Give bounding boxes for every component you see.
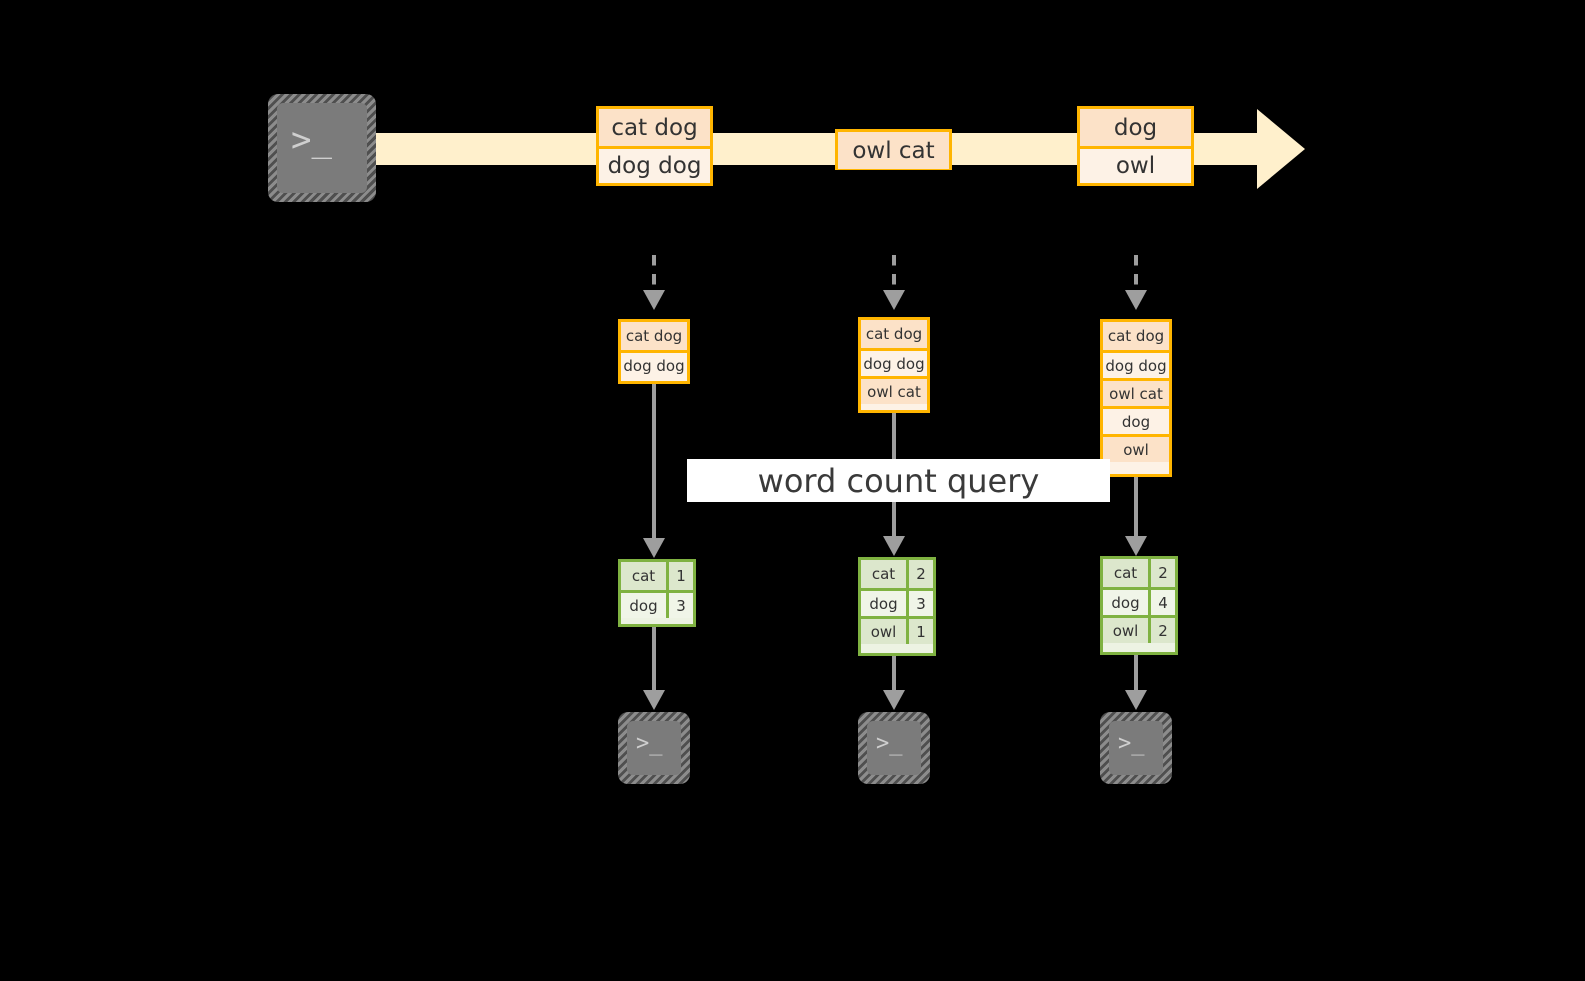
stream-arrowhead	[1257, 109, 1305, 189]
sink-connector-arrowhead-t3	[1125, 690, 1147, 710]
accumulated-row: owl cat	[1103, 378, 1169, 406]
accumulated-table-t3[interactable]: cat dog dog dog owl cat dog owl	[1100, 319, 1172, 477]
accumulated-row: owl cat	[861, 376, 927, 404]
sink-connector-t2	[892, 656, 896, 693]
sink-connector-t1	[652, 627, 656, 693]
source-terminal-icon[interactable]: >_	[268, 94, 376, 202]
stream-record-line: owl	[1080, 146, 1191, 183]
count-word: dog	[861, 591, 906, 616]
count-row: owl 1	[861, 616, 933, 644]
accumulated-row: dog	[1103, 406, 1169, 434]
accumulated-row: cat dog	[1103, 322, 1169, 350]
terminal-prompt-glyph: >_	[1118, 731, 1145, 756]
sink-terminal-icon-t1[interactable]: >_	[618, 712, 690, 784]
count-table-t3[interactable]: cat 2 dog 4 owl 2	[1100, 556, 1178, 655]
stream-record-line: cat dog	[599, 109, 710, 146]
query-label-banner: word count query	[687, 459, 1110, 502]
query-connector-arrowhead-t3	[1125, 536, 1147, 556]
count-value: 4	[1148, 590, 1175, 615]
stream-record-batch-2[interactable]: owl cat	[835, 129, 952, 170]
terminal-screen	[277, 103, 367, 193]
accumulated-row: owl	[1103, 434, 1169, 462]
query-connector-arrowhead-t1	[643, 538, 665, 558]
accumulated-row: dog dog	[1103, 350, 1169, 378]
count-word: cat	[621, 562, 666, 590]
count-row: owl 2	[1103, 615, 1175, 643]
count-word: cat	[861, 560, 906, 588]
terminal-screen	[627, 721, 681, 775]
count-value: 3	[906, 591, 933, 616]
count-row: cat 2	[1103, 559, 1175, 587]
accumulated-row: dog dog	[621, 350, 687, 378]
accumulated-row: dog dog	[861, 348, 927, 376]
accumulated-table-t2[interactable]: cat dog dog dog owl cat	[858, 317, 930, 413]
sink-connector-t3	[1134, 655, 1138, 693]
terminal-screen	[867, 721, 921, 775]
terminal-prompt-glyph: >_	[636, 731, 663, 756]
stream-record-batch-1[interactable]: cat dog dog dog	[596, 106, 713, 186]
query-connector-t1	[652, 384, 656, 541]
count-table-t1[interactable]: cat 1 dog 3	[618, 559, 696, 627]
terminal-screen	[1109, 721, 1163, 775]
stream-tap-arrowhead-t3	[1125, 290, 1147, 310]
count-row: dog 4	[1103, 587, 1175, 615]
stream-record-line: dog	[1080, 109, 1191, 146]
count-value: 2	[1148, 618, 1175, 643]
stream-tap-line-t3	[1134, 255, 1138, 291]
accumulated-row: cat dog	[861, 320, 927, 348]
count-row: dog 3	[621, 590, 693, 618]
sink-terminal-icon-t3[interactable]: >_	[1100, 712, 1172, 784]
sink-terminal-icon-t2[interactable]: >_	[858, 712, 930, 784]
accumulated-table-t1[interactable]: cat dog dog dog	[618, 319, 690, 384]
query-connector-arrowhead-t2	[883, 536, 905, 556]
count-word: cat	[1103, 559, 1148, 587]
stream-record-line: owl cat	[838, 132, 949, 169]
query-connector-t3	[1134, 477, 1138, 539]
count-value: 2	[1148, 559, 1175, 587]
count-word: dog	[621, 593, 666, 618]
stream-tap-arrowhead-t1	[643, 290, 665, 310]
count-row: dog 3	[861, 588, 933, 616]
sink-connector-arrowhead-t1	[643, 690, 665, 710]
count-word: owl	[861, 619, 906, 644]
count-row: cat 2	[861, 560, 933, 588]
count-value: 1	[906, 619, 933, 644]
count-word: owl	[1103, 618, 1148, 643]
count-value: 1	[666, 562, 693, 590]
sink-connector-arrowhead-t2	[883, 690, 905, 710]
stream-record-line: dog dog	[599, 146, 710, 183]
terminal-prompt-glyph: >_	[291, 120, 332, 160]
query-label-text: word count query	[757, 461, 1040, 500]
stream-tap-line-t1	[652, 255, 656, 291]
count-table-t2[interactable]: cat 2 dog 3 owl 1	[858, 557, 936, 656]
count-value: 2	[906, 560, 933, 588]
stream-tap-line-t2	[892, 255, 896, 291]
stream-tap-arrowhead-t2	[883, 290, 905, 310]
count-value: 3	[666, 593, 693, 618]
count-word: dog	[1103, 590, 1148, 615]
stream-record-batch-3[interactable]: dog owl	[1077, 106, 1194, 186]
count-row: cat 1	[621, 562, 693, 590]
accumulated-row: cat dog	[621, 322, 687, 350]
terminal-prompt-glyph: >_	[876, 731, 903, 756]
